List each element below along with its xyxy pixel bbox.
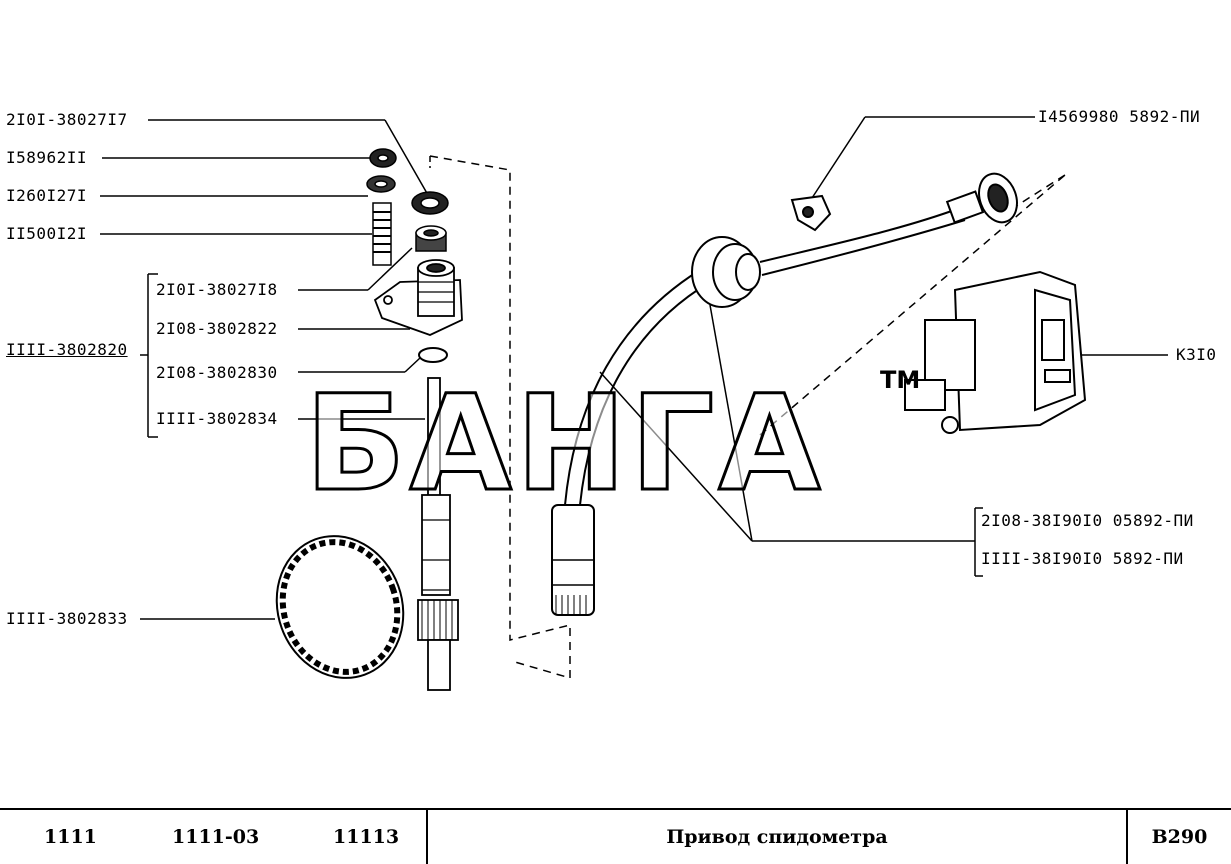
part-label-2101-3802718: 2I0I-38027I8 [156,280,278,299]
housing-part [373,259,463,336]
part-label-12601271: I260I27I [6,186,88,205]
stud-part [372,202,392,266]
part-label-1111-3802833: IIII-3802833 [6,609,128,628]
title-block: 1111 1111-03 11113 Привод спидометра В29… [0,808,1231,864]
part-label-2108-3802830: 2I08-3802830 [156,363,278,382]
washer-part [366,175,396,193]
page-title: Привод спидометра [666,826,888,848]
cable-end-part [551,504,595,616]
nut-part [369,148,397,168]
part-label-2101-3802717: 2I0I-38027I7 [6,110,128,129]
model-11113: 11113 [333,826,400,848]
clip-part [790,194,832,232]
banga-watermark: БАНГА [304,367,825,521]
seal-ring-part [411,191,449,215]
part-label-2108-3802822: 2I08-3802822 [156,319,278,338]
speedometer-part [904,270,1087,434]
part-label-1111-3819010: IIII-38I90I0 5892-ПИ [981,549,1184,568]
snap-ring-part [418,347,448,363]
part-label-1111-3802834: IIII-3802834 [156,409,278,428]
part-label-1111-3802820: IIII-3802820 [6,340,128,359]
cable-nut-part [945,172,1018,224]
page-code: В290 [1151,826,1208,848]
drive-shaft-part [417,377,459,691]
title-divider-right [1126,810,1128,864]
title-divider-left [426,810,428,864]
trademark-mark: TM [880,366,921,394]
grommet-part [691,236,761,308]
part-label-15896211: I58962II [6,148,88,167]
speedometer-cable-part [564,207,966,506]
bushing-part [415,225,447,252]
part-label-k310: К3I0 [1176,345,1217,364]
drive-gear-part [275,535,405,679]
model-1111: 1111 [44,826,97,848]
part-label-14569980: I4569980 5892-ПИ [1038,107,1201,126]
model-1111-03: 1111-03 [172,826,260,848]
part-label-11500121: II500I2I [6,224,88,243]
parts-diagram [100,116,1168,691]
part-label-2108-3819010: 2I08-38I90I0 05892-ПИ [981,511,1194,530]
